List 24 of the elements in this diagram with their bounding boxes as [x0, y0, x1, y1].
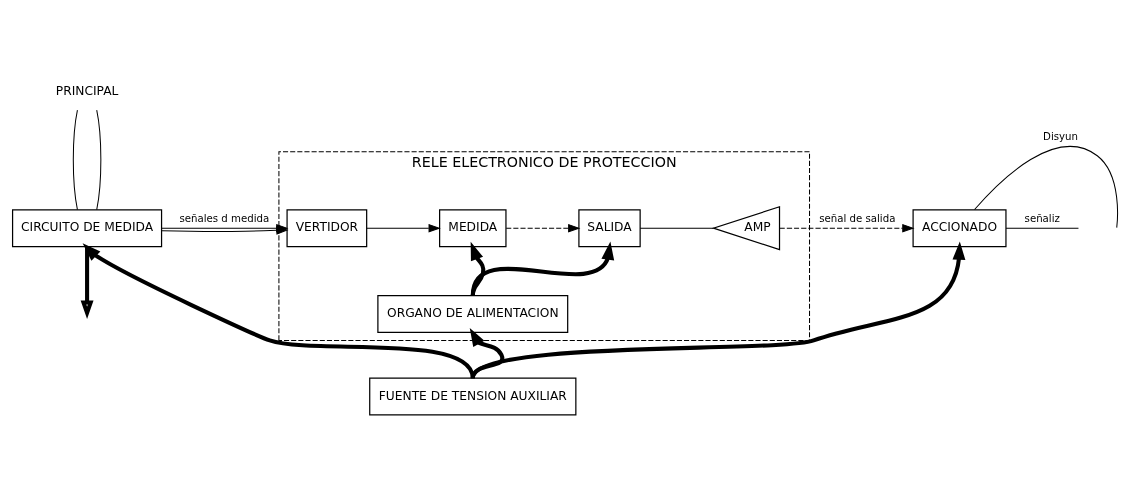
arrow: [80, 243, 101, 319]
connector: [639, 227, 714, 229]
edge-label: Disyun: [1043, 131, 1079, 143]
edge-label: señal de salida: [819, 213, 896, 225]
node-text: PRINCIPAL: [55, 83, 119, 98]
connector: [96, 109, 102, 211]
node-box: MEDIDA: [439, 209, 507, 248]
node-box: SALIDA: [578, 209, 641, 248]
edge-label: señales d medida: [179, 213, 270, 225]
node-box: CIRCUITO DE MEDIDA: [12, 209, 163, 248]
node-box: FUENTE DE TENSION AUXILIAR: [369, 377, 577, 416]
connector: [974, 146, 1118, 229]
edge-label: señaliz: [1024, 213, 1060, 225]
connector: [1005, 227, 1079, 229]
arrow: [470, 241, 615, 296]
connector: [72, 109, 78, 211]
node-box: ORGANO DE ALIMENTACION: [377, 294, 569, 333]
arrow: [82, 243, 475, 379]
node-box: VERTIDOR: [286, 209, 368, 248]
arrow: [471, 241, 966, 380]
arrow: [779, 223, 915, 233]
node-box: ACCIONADO: [912, 209, 1007, 248]
arrow: [505, 223, 581, 233]
arrow: [366, 223, 441, 233]
